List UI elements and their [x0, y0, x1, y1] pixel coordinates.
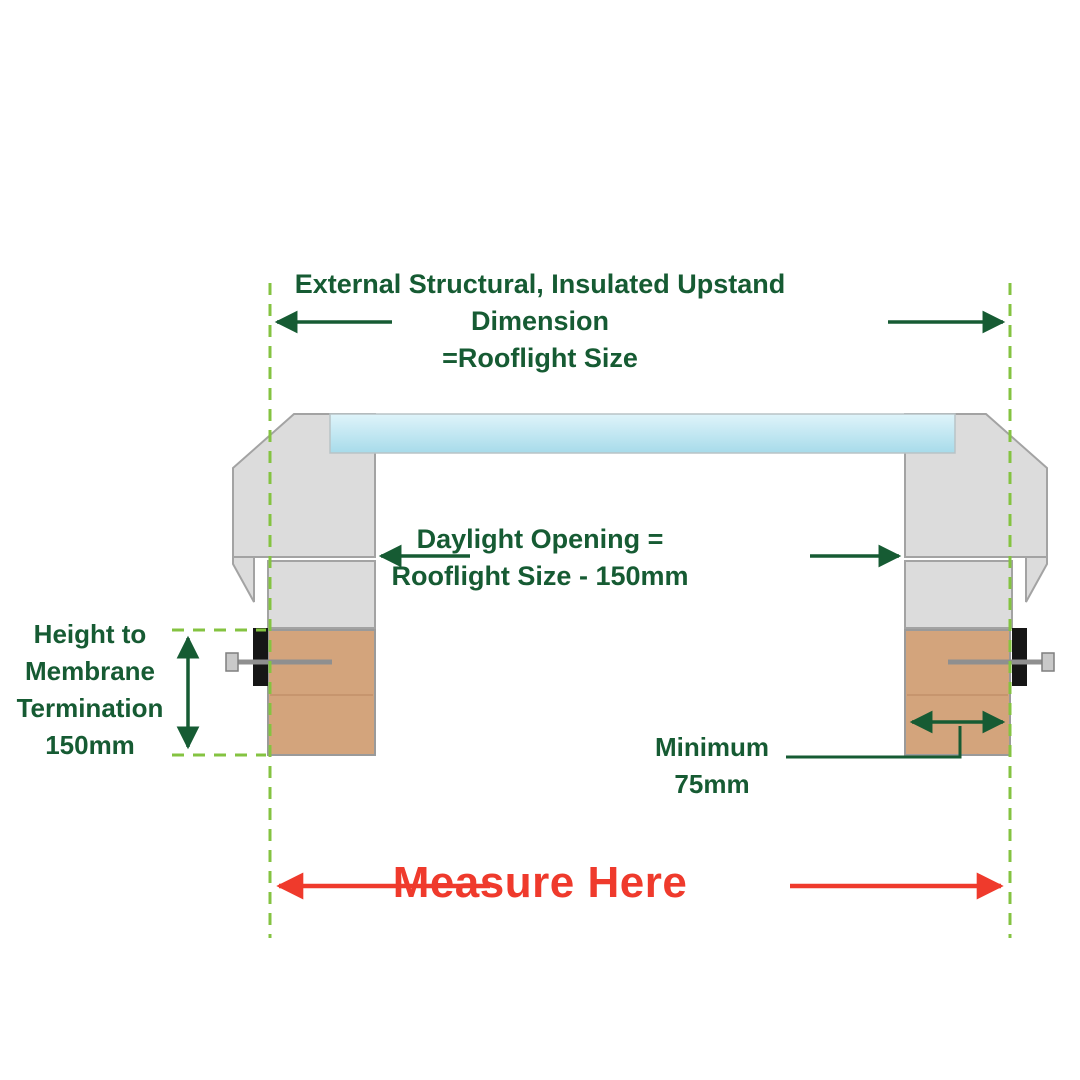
- height-label-line3: Termination: [16, 693, 164, 723]
- right-frame-drip-edge: [1025, 556, 1048, 603]
- right-frame-liner: [904, 560, 1013, 629]
- left-frame-liner: [267, 560, 376, 629]
- minimum-label-line2: 75mm: [674, 769, 750, 799]
- daylight-opening-label: Daylight Opening = Rooflight Size - 150m…: [0, 521, 1080, 595]
- upstand-dimension-label-line2: Dimension: [470, 306, 610, 336]
- glass-panel: [329, 413, 956, 454]
- upstand-dimension-label-line3: =Rooflight Size: [442, 343, 638, 373]
- height-label-line1: Height to: [33, 619, 147, 649]
- left-membrane-seal: [253, 628, 268, 686]
- left-timber-kerb: [267, 629, 376, 756]
- height-label-line4: 150mm: [45, 730, 135, 760]
- minimum-label-line1: Minimum: [654, 732, 770, 762]
- left-frame-drip-edge: [232, 556, 255, 603]
- daylight-opening-label-line2: Rooflight Size - 150mm: [391, 561, 689, 591]
- measure-here-label: Measure Here: [392, 858, 688, 907]
- height-label-line2: Membrane: [24, 656, 156, 686]
- upstand-dimension-label: External Structural, Insulated Upstand D…: [0, 266, 1080, 377]
- right-screw-head: [1041, 652, 1055, 672]
- right-timber-kerb: [904, 629, 1011, 756]
- minimum-75mm-label: Minimum 75mm: [642, 729, 782, 803]
- minimum-75mm-leader-line: [786, 726, 962, 759]
- left-screw-head: [225, 652, 239, 672]
- daylight-opening-label-line1: Daylight Opening =: [416, 524, 664, 554]
- height-to-membrane-label: Height to Membrane Termination 150mm: [4, 616, 176, 764]
- upstand-dimension-label-line1: External Structural, Insulated Upstand: [294, 269, 786, 299]
- right-membrane-seal: [1012, 628, 1027, 686]
